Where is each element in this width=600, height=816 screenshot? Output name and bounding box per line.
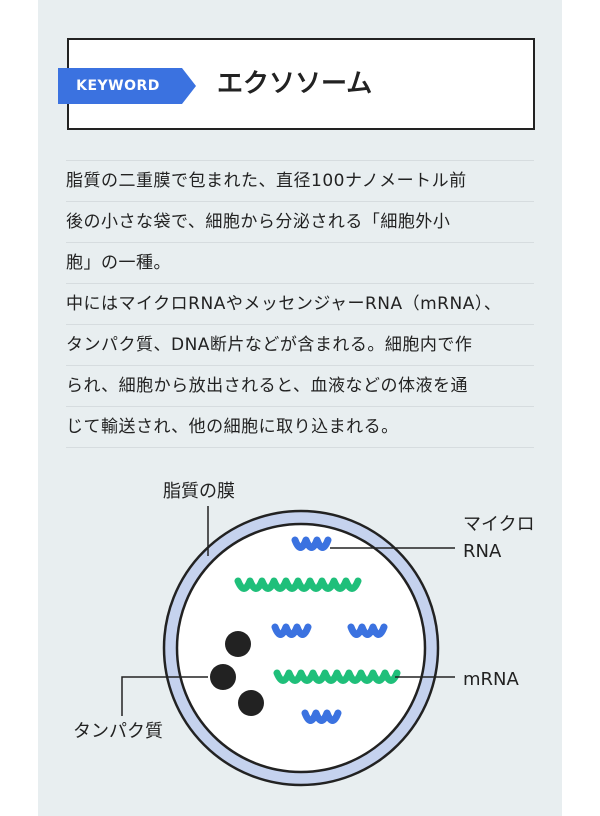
description-line: タンパク質、DNA断片などが含まれる。細胞内で作 (66, 325, 534, 366)
description-line: られ、細胞から放出されると、血液などの体液を通 (66, 366, 534, 407)
label-protein: タンパク質 (73, 721, 163, 742)
label-membrane: 脂質の膜 (163, 481, 235, 502)
label-microrna-line2: RNA (463, 541, 502, 562)
keyword-title: エクソソーム (217, 69, 373, 99)
protein-leader (121, 676, 208, 716)
protein-dot (225, 631, 251, 657)
mrna-strand (234, 577, 362, 592)
label-mrna: mRNA (463, 669, 520, 690)
protein-dot (210, 664, 236, 690)
protein-dot (238, 690, 264, 716)
description-line: 中にはマイクロRNAやメッセンジャーRNA（mRNA）、 (66, 284, 534, 325)
mrna-strand (273, 669, 401, 684)
label-microrna-line1: マイクロ (463, 514, 535, 535)
description: 脂質の二重膜で包まれた、直径100ナノメートル前 後の小さな袋で、細胞から分泌さ… (66, 160, 534, 448)
microrna-strand (291, 536, 332, 551)
description-line: じて輸送され、他の細胞に取り込まれる。 (66, 407, 534, 448)
membrane-inner (175, 522, 427, 774)
microrna-strand (271, 623, 312, 638)
microrna-strand (301, 709, 342, 724)
keyword-badge: KEYWORD (58, 68, 202, 104)
keyword-badge-label: KEYWORD (76, 78, 160, 94)
badge-shape (58, 68, 196, 104)
description-line: 脂質の二重膜で包まれた、直径100ナノメートル前 (66, 160, 534, 202)
microrna-strand (347, 623, 388, 638)
description-line: 胞」の一種。 (66, 243, 534, 284)
description-line: 後の小さな袋で、細胞から分泌される「細胞外小 (66, 202, 534, 243)
